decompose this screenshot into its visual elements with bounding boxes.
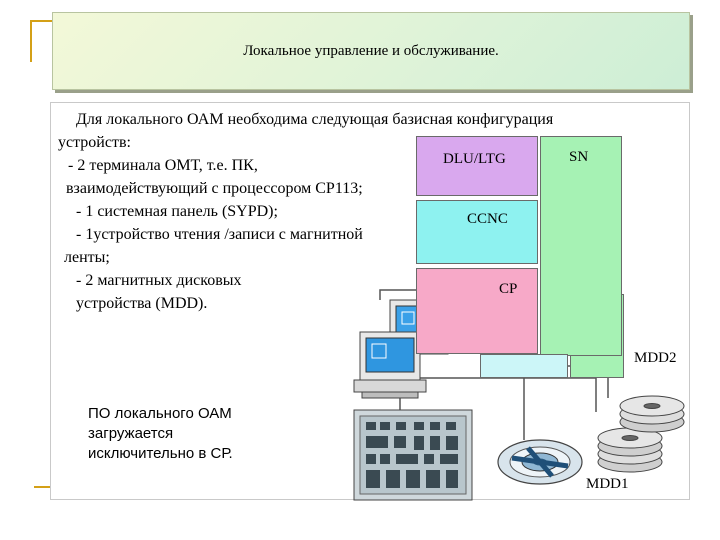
mdd1-label: MDD1 — [586, 476, 629, 492]
config-line: взаимодействующий с процессором СР113; — [66, 180, 363, 197]
system-panel-icon — [353, 409, 473, 501]
ccnc-block: CCNC — [416, 200, 538, 264]
cp-interface-block — [480, 354, 568, 378]
sn-label: SN — [569, 149, 589, 165]
dlu-ltg-block: DLU/LTG — [416, 136, 538, 196]
magnetic-disk-icon — [619, 395, 685, 433]
config-line: - 2 магнитных дисковых — [76, 272, 242, 289]
slide-title: Локальное управление и обслуживание. — [243, 42, 499, 59]
config-line: устройств: — [58, 134, 131, 151]
note-line: ПО локального ОАМ — [88, 405, 232, 422]
config-line: ленты; — [64, 249, 110, 266]
oam-note: ПО локального ОАМ загружается исключител… — [88, 404, 278, 464]
cp-block: CP — [416, 268, 538, 354]
magnetic-disk-icon — [597, 427, 663, 473]
config-line: - 1 системная панель (SYPD); — [76, 203, 278, 220]
magnetic-tape-icon — [497, 439, 583, 485]
config-line: - 1устройство чтения /записи с магнитной — [76, 226, 363, 243]
sn-block: SN — [540, 136, 622, 356]
pc-terminal-icon — [353, 331, 427, 399]
corner-bracket-top — [30, 20, 56, 22]
mdd2-label: MDD2 — [634, 350, 677, 366]
dlu-ltg-label: DLU/LTG — [443, 151, 506, 167]
config-line: устройства (MDD). — [76, 295, 208, 312]
config-line: Для локального ОАМ необходима следующая … — [76, 111, 554, 128]
config-text: Для локального ОАМ необходима следующая … — [58, 108, 554, 315]
config-line: - 2 терминала ОМТ, т.е. ПК, — [68, 157, 258, 174]
ccnc-label: CCNC — [467, 211, 508, 227]
connector-disk1 — [524, 377, 597, 412]
note-line: исключительно в СР. — [88, 445, 233, 462]
note-line: загружается — [88, 425, 174, 442]
cp-label: CP — [499, 281, 518, 297]
slide-title-box: Локальное управление и обслуживание. — [52, 12, 690, 90]
corner-bracket-left — [30, 20, 32, 62]
